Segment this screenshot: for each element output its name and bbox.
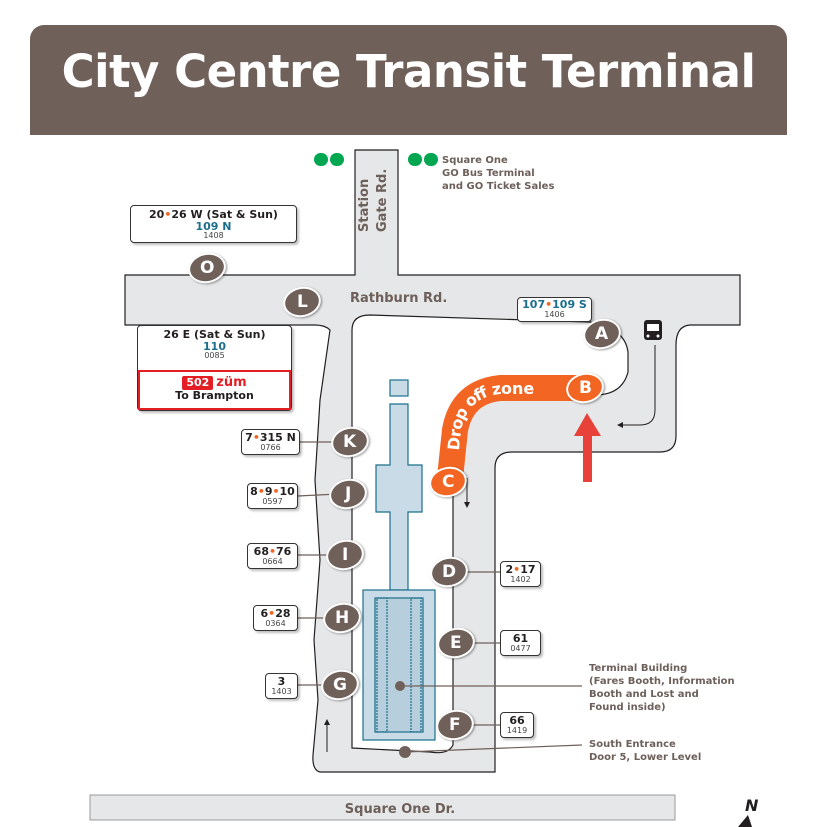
stop-id: 0664	[262, 556, 283, 566]
stop-id: 0597	[262, 496, 283, 506]
routes: 68•76	[253, 545, 292, 558]
stop-id: 1419	[506, 725, 528, 735]
label-line: (Fares Booth, Information	[589, 676, 735, 687]
routes: 7•315 N	[245, 431, 296, 444]
routes: 3	[277, 675, 286, 688]
go-terminal-label: Square One GO Bus Terminal and GO Ticket…	[442, 154, 554, 193]
terminal-building	[362, 379, 436, 741]
red-arrow-icon	[574, 413, 601, 482]
go-logo-icon	[314, 153, 438, 166]
stop-letter: E	[450, 633, 462, 653]
route-box-o: 20•26 W (Sat & Sun) 109 N 1408	[130, 205, 297, 243]
routes: 6•28	[260, 607, 291, 620]
label-line: Terminal Building	[589, 663, 688, 674]
zum-logo: züm	[216, 375, 247, 390]
zum-destination: To Brampton	[175, 388, 254, 402]
stop-letter: H	[334, 608, 350, 629]
south-entrance-label: South Entrance Door 5, Lower Level	[589, 738, 701, 764]
route-separator: •	[272, 485, 280, 498]
routes: 26 E (Sat & Sun)	[163, 328, 266, 341]
stop-id: 1406	[544, 309, 565, 319]
stop-letter: I	[341, 545, 349, 566]
routes: 107•109 S	[522, 298, 587, 311]
leader-lines	[297, 441, 583, 753]
go-label-line: GO Bus Terminal	[442, 168, 535, 179]
stop-id: 1402	[510, 574, 531, 584]
routes: 8•9•10	[250, 485, 295, 498]
stop-letter: O	[199, 258, 215, 279]
routes: 2•17	[505, 563, 536, 576]
route-box-a: 107•109 S 1406	[517, 297, 592, 322]
stop-id: 0477	[510, 643, 531, 653]
route-separator: •	[268, 607, 276, 620]
terminal-building-marker	[395, 681, 405, 691]
route-separator: •	[545, 298, 553, 311]
stop-letter: C	[441, 472, 455, 493]
square-one-dr-label: Square One Dr.	[345, 802, 455, 817]
routes: 20•26 W (Sat & Sun)	[149, 208, 278, 221]
rathburn-rd-label: Rathburn Rd.	[350, 291, 447, 306]
stop-letter: G	[333, 675, 347, 695]
route-separator: •	[268, 545, 277, 558]
stop-letter: B	[578, 378, 592, 398]
bus-lane-arrow	[617, 345, 656, 428]
stop-id: 1403	[271, 686, 292, 696]
label-line: Booth and Lost and	[589, 689, 699, 700]
zum-route-badge: 502	[182, 376, 214, 390]
page-title: City Centre Transit Terminal	[61, 45, 756, 98]
route-separator: •	[513, 563, 521, 576]
routes: 61	[512, 632, 529, 645]
stop-letter: F	[449, 715, 461, 735]
route-separator: •	[257, 485, 265, 498]
route-separator: •	[164, 208, 172, 221]
stop-letter: L	[296, 292, 308, 312]
station-gate-label-1: Station	[357, 179, 372, 232]
bus-icon	[644, 320, 662, 340]
station-gate-label-2: Gate Rd.	[375, 169, 390, 232]
south-entrance-marker	[399, 746, 411, 758]
stop-letter: A	[595, 324, 609, 345]
routes-alt: 109 N	[195, 219, 232, 233]
stop-letter: D	[441, 562, 457, 582]
svg-text:N: N	[745, 796, 759, 815]
stop-letter: J	[344, 484, 352, 505]
routes: 66	[509, 714, 525, 727]
label-line: Found inside)	[589, 702, 666, 713]
go-label-line: Square One	[442, 155, 508, 166]
header: City Centre Transit Terminal	[30, 25, 787, 135]
label-line: Door 5, Lower Level	[589, 752, 702, 763]
stop-id: 1408	[203, 231, 224, 241]
routes-alt: 110	[203, 339, 226, 353]
go-label-line: and GO Ticket Sales	[442, 181, 555, 192]
route-separator: •	[252, 431, 260, 444]
stop-id: 0364	[265, 618, 286, 628]
label-line: South Entrance	[589, 739, 676, 750]
stop-id: 0766	[260, 442, 281, 452]
terminal-building-label: Terminal Building (Fares Booth, Informat…	[589, 662, 735, 714]
stop-id: 0085	[204, 351, 225, 361]
north-arrow-icon: N	[738, 796, 759, 827]
stop-letter: K	[343, 432, 357, 452]
square-one-dr	[89, 794, 676, 821]
